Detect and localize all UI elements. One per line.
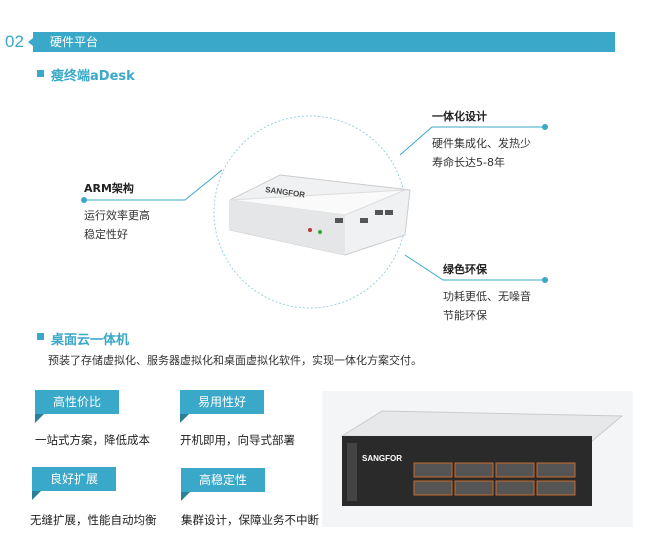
desc-line: 稳定性好: [84, 228, 128, 241]
server-image-panel: SANGFOR: [322, 391, 633, 527]
bullet-square-icon: [37, 333, 44, 340]
feature-desc-arm: 运行效率更高 稳定性好: [84, 206, 150, 244]
tag-scalability: 良好扩展: [32, 467, 116, 491]
subsection-title: 瘦终端aDesk: [51, 69, 135, 84]
tag-desc: 一站式方案，降低成本: [35, 433, 150, 447]
feature-title-green: 绿色环保: [443, 263, 487, 276]
section-description: 预装了存储虚拟化、服务器虚拟化和桌面虚拟化软件，实现一体化方案交付。: [48, 354, 422, 367]
feature-title-integrated: 一体化设计: [432, 110, 487, 123]
bullet-square-icon: [37, 70, 44, 77]
tag-desc: 集群设计，保障业务不中断: [181, 513, 319, 527]
server-brand-label: SANGFOR: [362, 454, 402, 463]
section-title-bar: 硬件平台: [28, 32, 615, 52]
feature-title-arm: ARM架构: [84, 182, 134, 195]
section-number: 02: [5, 32, 24, 51]
feature-desc-integrated: 硬件集成化、发热少 寿命长达5-8年: [432, 134, 531, 172]
tag-desc: 无缝扩展，性能自动均衡: [30, 513, 157, 527]
tag-cost: 高性价比: [35, 390, 119, 414]
tag-desc: 开机即用，向导式部署: [180, 433, 295, 447]
desc-line: 寿命长达5-8年: [432, 156, 505, 169]
desc-line: 运行效率更高: [84, 209, 150, 222]
feature-desc-green: 功耗更低、无噪音 节能环保: [443, 287, 531, 325]
desc-line: 节能环保: [443, 309, 487, 322]
thin-client-device-image: SANGFOR: [229, 174, 411, 256]
subsection-title: 桌面云一体机: [51, 333, 130, 348]
tag-usability: 易用性好: [180, 390, 264, 414]
desc-line: 硬件集成化、发热少: [432, 137, 531, 150]
server-appliance-image: SANGFOR: [340, 410, 624, 506]
tag-stability: 高稳定性: [181, 468, 265, 492]
desc-line: 功耗更低、无噪音: [443, 290, 531, 303]
